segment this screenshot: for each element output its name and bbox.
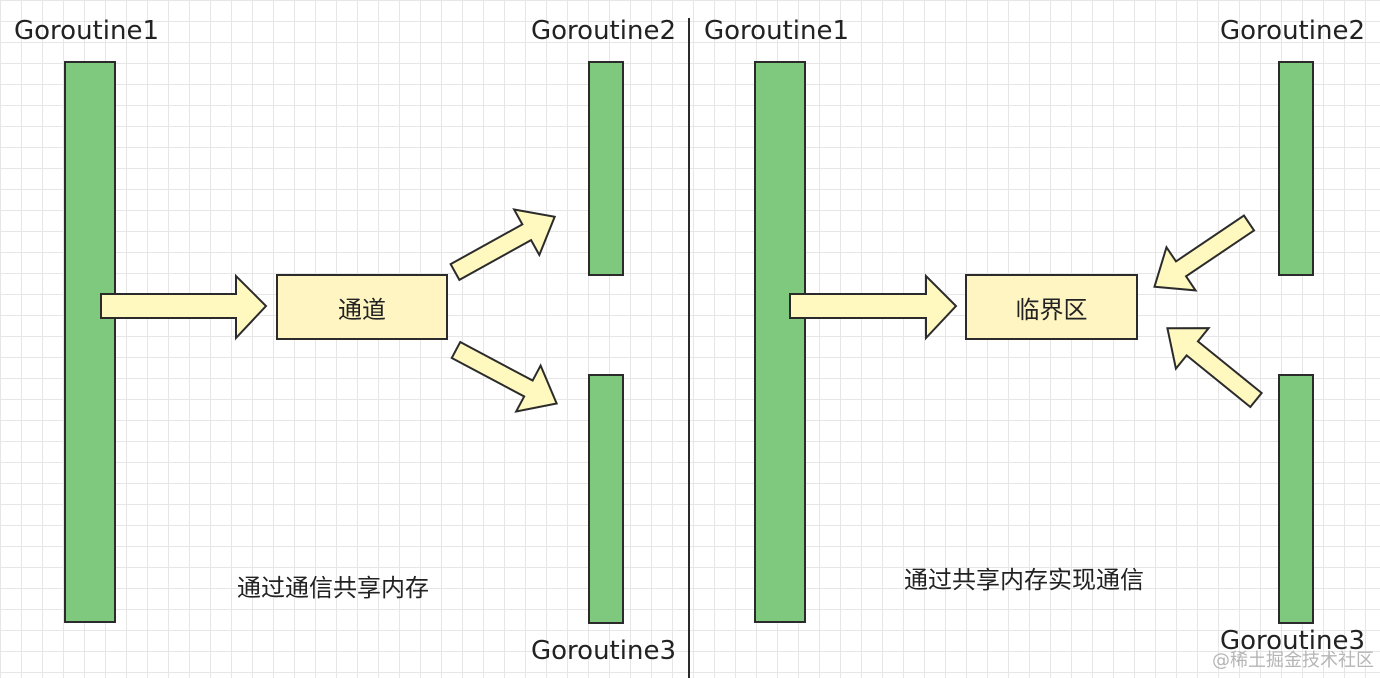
right-arrow-to-critical-section (789, 273, 958, 341)
left-goroutine2-bar (588, 61, 624, 276)
right-goroutine3-label: Goroutine3 (1220, 626, 1365, 656)
left-caption: 通过通信共享内存 (237, 574, 429, 602)
right-goroutine2-bar (1278, 61, 1314, 276)
right-caption: 通过共享内存实现通信 (904, 566, 1144, 594)
left-arrow-to-goroutine3 (450, 340, 559, 413)
watermark: @稀土掘金技术社区 (1212, 650, 1374, 671)
right-goroutine2-label: Goroutine2 (1220, 16, 1365, 46)
right-goroutine3-bar (1278, 374, 1314, 624)
left-goroutine3-label: Goroutine3 (531, 636, 676, 666)
right-arrow-from-goroutine3 (1166, 327, 1264, 409)
panel-divider (688, 18, 690, 678)
left-goroutine2-label: Goroutine2 (531, 16, 676, 46)
left-channel-box: 通道 (276, 274, 448, 340)
right-arrow-from-goroutine2 (1153, 214, 1256, 292)
left-arrow-to-goroutine2 (449, 208, 557, 282)
right-goroutine1-bar (754, 61, 806, 623)
left-arrow-to-channel (100, 273, 268, 341)
left-goroutine1-bar (64, 61, 116, 623)
right-goroutine1-label: Goroutine1 (704, 16, 849, 46)
left-goroutine1-label: Goroutine1 (14, 16, 159, 46)
right-critical-section-box: 临界区 (965, 274, 1138, 340)
left-goroutine3-bar (588, 374, 624, 624)
